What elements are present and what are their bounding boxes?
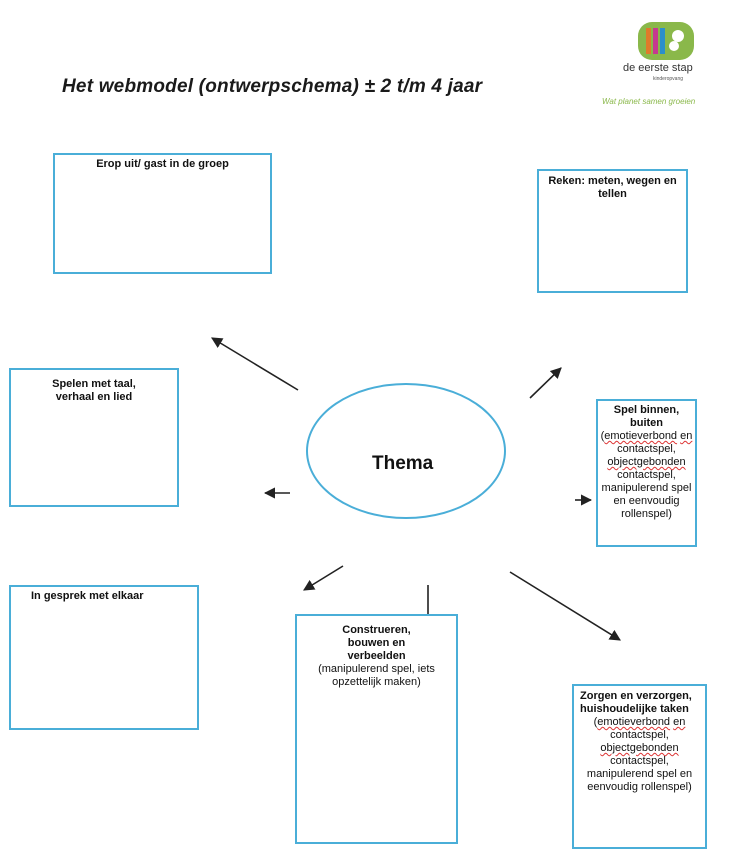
box-zorgen-desc: (emotieverbond en contactspel, objectgeb… xyxy=(586,716,693,793)
logo xyxy=(598,18,739,118)
logo-subtitle: kinderopvang xyxy=(653,76,684,82)
box-spel-binnen-title: Spel binnen, buiten xyxy=(613,404,680,429)
box-reken: Reken: meten, wegen en tellen xyxy=(537,169,688,293)
page-title: Het webmodel (ontwerpschema) ± 2 t/m 4 j… xyxy=(62,76,483,97)
box-erop-uit-title: Erop uit/ gast in de groep xyxy=(96,158,229,170)
logo-slogan: Wat planet samen groeien xyxy=(602,97,696,106)
box-construeren-desc: (manipulerend spel, iets opzettelijk mak… xyxy=(318,663,435,688)
box-zorgen-title: Zorgen en verzorgen, huishoudelijke take… xyxy=(580,690,692,715)
box-zorgen: Zorgen en verzorgen, huishoudelijke take… xyxy=(572,684,707,849)
arrow-to-zorgen xyxy=(509,571,621,641)
box-gesprek: In gesprek met elkaar xyxy=(9,585,199,730)
box-spelen-taal: Spelen met taal, verhaal en lied xyxy=(9,368,179,507)
arrow-to-gesprek xyxy=(303,565,344,591)
box-spel-binnen-desc: (emotieverbond en contactspel, objectgeb… xyxy=(600,430,693,520)
arrow-to-reken xyxy=(529,367,562,399)
box-construeren: Construeren, bouwen en verbeelden (manip… xyxy=(295,614,458,844)
arrow-to-erop-uit xyxy=(211,337,299,391)
box-reken-title: Reken: meten, wegen en tellen xyxy=(548,175,677,200)
box-spel-binnen: Spel binnen, buiten (emotieverbond en co… xyxy=(596,399,697,547)
box-erop-uit: Erop uit/ gast in de groep xyxy=(53,153,272,274)
box-construeren-title: Construeren, bouwen en verbeelden xyxy=(342,624,411,662)
box-spelen-taal-title: Spelen met taal, verhaal en lied xyxy=(52,378,136,403)
box-gesprek-title: In gesprek met elkaar xyxy=(31,590,144,602)
thema-label: Thema xyxy=(372,453,434,474)
logo-name: de eerste stap xyxy=(623,62,693,74)
logo-mark-icon xyxy=(638,22,694,60)
thema-circle xyxy=(306,383,506,519)
